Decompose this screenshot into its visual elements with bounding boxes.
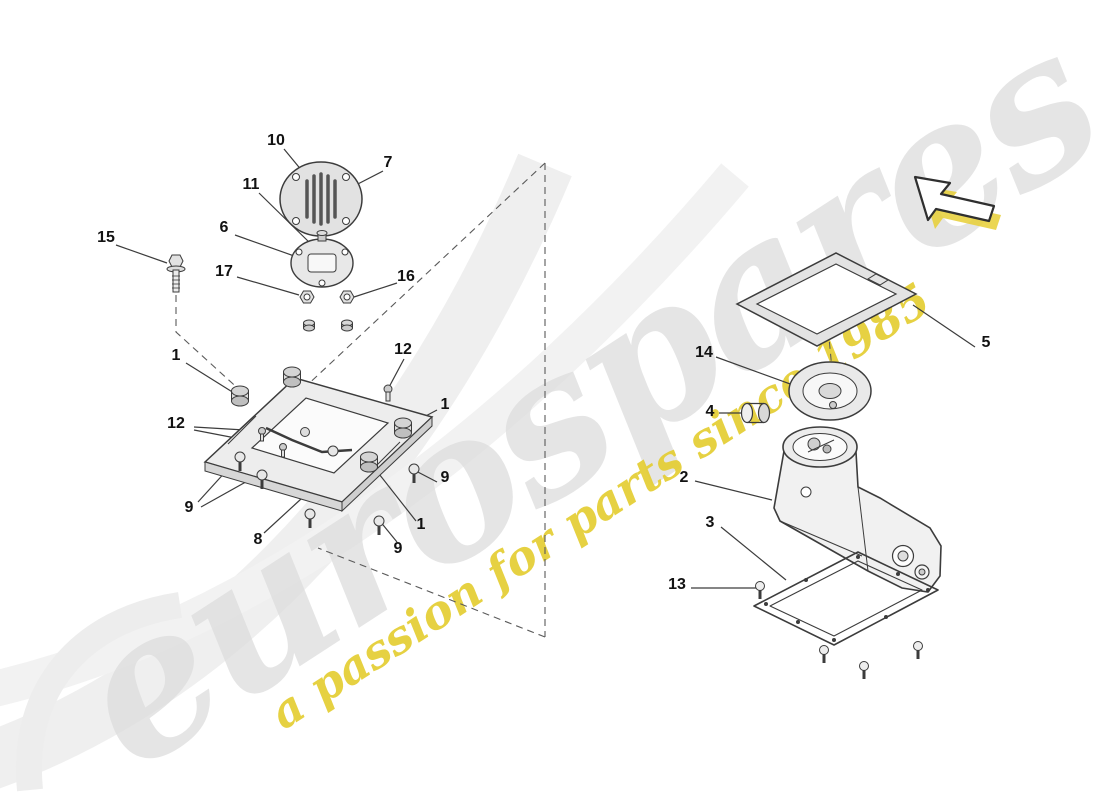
part-label-4: 4 — [705, 403, 715, 420]
part-label-11: 11 — [242, 176, 260, 193]
part-label-3: 3 — [705, 514, 715, 531]
part-label-8: 8 — [253, 531, 263, 548]
part-label-14: 14 — [695, 344, 713, 361]
part-3-lower-gasket — [753, 551, 939, 646]
part-13-screws — [755, 581, 923, 679]
part-7-cover-plate — [279, 161, 363, 237]
part-label-10: 10 — [267, 132, 285, 149]
part-label-9-a: 9 — [184, 499, 194, 516]
part-label-13: 13 — [668, 576, 686, 593]
part-label-16: 16 — [397, 268, 415, 285]
part-12-pins — [258, 384, 393, 458]
part-label-6: 6 — [219, 219, 229, 236]
part-label-17: 17 — [215, 263, 233, 280]
part-label-1-b: 1 — [440, 396, 450, 413]
direction-arrow-icon — [913, 175, 1001, 230]
part-1-bushings — [231, 366, 412, 473]
part-label-9-b: 9 — [440, 469, 450, 486]
part-label-2: 2 — [679, 469, 689, 486]
part-label-5: 5 — [981, 334, 991, 351]
part-label-7: 7 — [383, 154, 393, 171]
part-label-12-b: 12 — [167, 415, 185, 432]
part-17-nut — [299, 290, 315, 304]
part-16-nut — [339, 290, 355, 304]
small-caps — [303, 319, 353, 332]
part-9-screws — [234, 451, 420, 535]
part-label-15: 15 — [97, 229, 115, 246]
part-label-1-c: 1 — [416, 516, 426, 533]
part-2-selector-housing — [773, 426, 942, 593]
part-14-boot-ring — [788, 361, 872, 421]
part-15-bolt — [166, 254, 186, 293]
part-5-gasket-frame — [735, 252, 918, 347]
part-label-9-c: 9 — [393, 540, 403, 557]
part-6-flange — [290, 230, 354, 288]
part-label-12-a: 12 — [394, 341, 412, 358]
part-label-1-a: 1 — [171, 347, 181, 364]
part-4-bushing-sleeve — [740, 402, 771, 424]
leader-lines — [115, 148, 976, 589]
